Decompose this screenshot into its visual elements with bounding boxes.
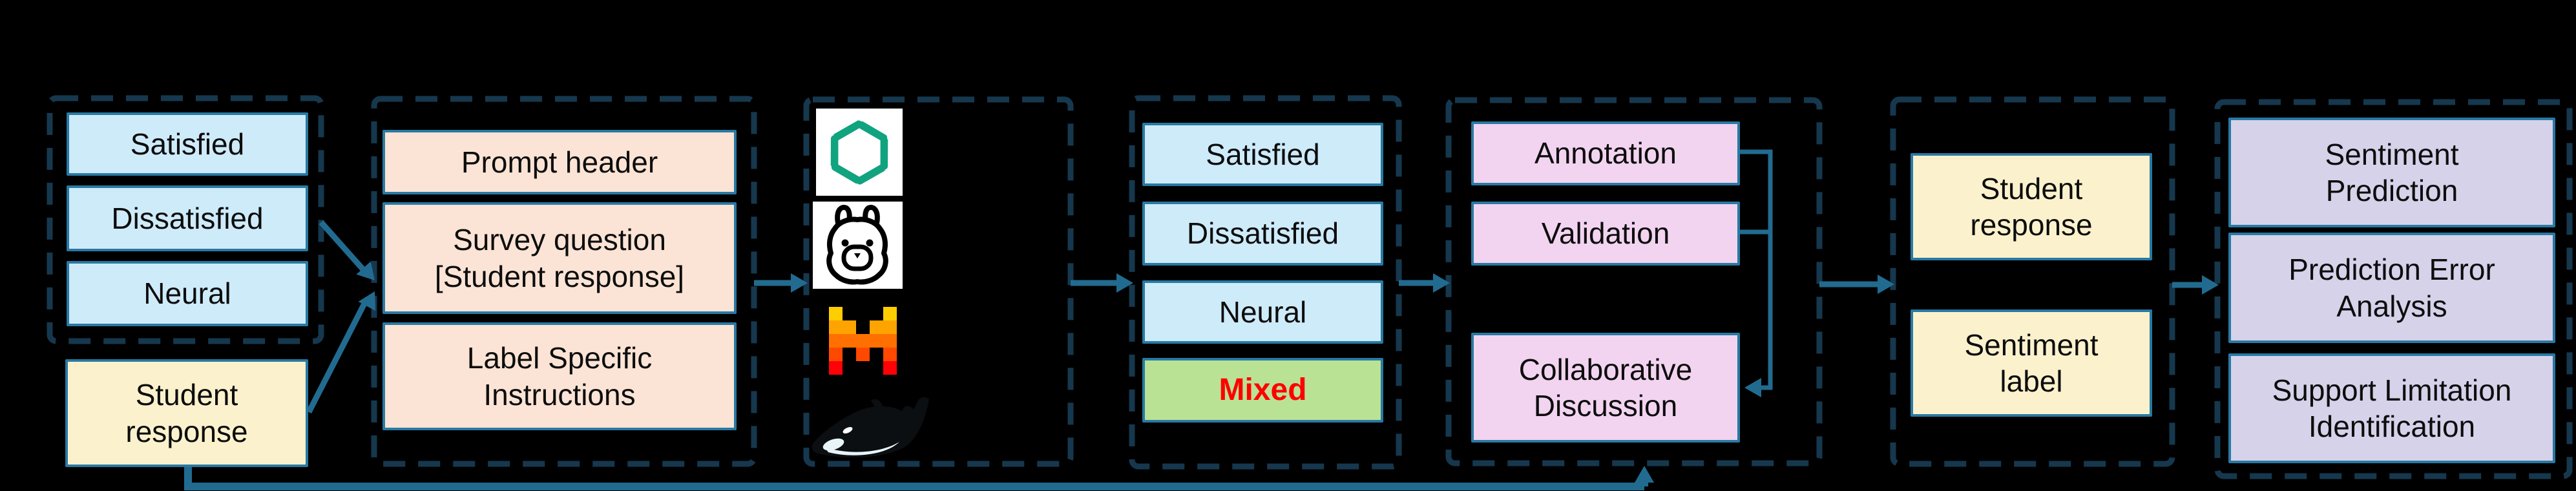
sentiment-label-line1: Sentiment <box>1964 328 2099 362</box>
label-satisfied-box: Satisfied <box>67 112 308 176</box>
output-mixed-text: Mixed <box>1219 372 1307 407</box>
collaborative-discussion-line2: Discussion <box>1533 389 1678 423</box>
dataset-student-line1: Student <box>1980 171 2083 205</box>
llama-tile <box>813 202 903 289</box>
dataset-to-analysis-arrowhead <box>2202 275 2219 295</box>
student-to-prompt-arrow-line <box>306 298 370 414</box>
student-to-discussion-feedback-line <box>184 467 1648 490</box>
prompt-to-models-arrowhead <box>791 273 808 293</box>
student-response-source-box: Student response <box>65 359 308 467</box>
output-satisfied-box: Satisfied <box>1142 123 1383 186</box>
label-specific-instructions-box: Label Specific Instructions <box>382 322 737 430</box>
output-satisfied-text: Satisfied <box>1206 137 1320 171</box>
survey-question-box: Survey question [Student response] <box>382 202 737 314</box>
dataset-student-line2: response <box>1970 208 2093 242</box>
student-to-prompt-arrowhead <box>358 291 376 311</box>
student-response-line1: Student <box>135 378 238 412</box>
prompt-template-group-border <box>371 96 757 467</box>
models-to-output-arrowhead <box>1116 273 1133 293</box>
prompt-header-box: Prompt header <box>382 130 737 194</box>
prediction-error-analysis-box: Prediction Error Analysis <box>2228 233 2555 343</box>
collaborative-discussion-box: Collaborative Discussion <box>1471 333 1740 443</box>
orca-tile <box>809 395 934 465</box>
support-limitation-line2: Identification <box>2308 410 2476 443</box>
feedback-line-arrowhead <box>1635 466 1654 483</box>
sentiment-prediction-line2: Prediction <box>2325 174 2458 207</box>
review-to-dataset-arrowhead <box>1878 275 1894 294</box>
annotation-box: Annotation <box>1471 121 1740 185</box>
support-limitation-line1: Support Limitation <box>2272 373 2512 407</box>
sentiment-label-line2: label <box>2000 364 2063 398</box>
output-dissatisfied-text: Dissatisfied <box>1186 216 1339 251</box>
sentiment-label-box: Sentiment label <box>1911 309 2152 417</box>
support-limitation-identification-box: Support Limitation Identification <box>2228 353 2555 463</box>
output-dissatisfied-box: Dissatisfied <box>1142 202 1383 266</box>
collaborative-discussion-line1: Collaborative <box>1518 352 1693 386</box>
student-response-line2: response <box>125 414 248 448</box>
label-neural-text: Neural <box>143 277 231 311</box>
openai-icon <box>830 120 888 185</box>
labels-to-prompt-arrow-line <box>319 220 371 277</box>
input-labels-group-border <box>47 95 324 344</box>
label-neural-box: Neural <box>67 261 308 326</box>
survey-question-line1: Survey question <box>453 223 666 257</box>
annotation-to-discussion-connector <box>1740 149 1773 390</box>
label-satisfied-text: Satisfied <box>130 127 245 161</box>
output-to-review-arrowhead <box>1433 273 1450 293</box>
instructions-line1: Label Specific <box>466 341 653 375</box>
label-dissatisfied-text: Dissatisfied <box>111 201 264 235</box>
output-neural-box: Neural <box>1142 280 1383 344</box>
labels-to-prompt-arrowhead <box>356 261 375 280</box>
validation-text: Validation <box>1541 216 1670 251</box>
survey-question-line2: [Student response] <box>434 259 685 293</box>
label-dissatisfied-box: Dissatisfied <box>67 185 308 251</box>
instructions-line2: Instructions <box>483 377 636 412</box>
prediction-error-line2: Analysis <box>2336 289 2447 323</box>
sentiment-prediction-line1: Sentiment <box>2325 137 2459 171</box>
sentiment-prediction-box: Sentiment Prediction <box>2228 118 2555 227</box>
prediction-error-line1: Prediction Error <box>2288 253 2495 287</box>
mistral-tile <box>829 307 897 378</box>
analysis-group-border <box>2214 99 2573 479</box>
output-neural-text: Neural <box>1219 295 1307 329</box>
validation-box: Validation <box>1471 202 1740 266</box>
mistral-icon <box>829 307 897 375</box>
discussion-connector-arrowhead <box>1744 378 1761 397</box>
llama-icon <box>826 205 888 285</box>
prompt-header-text: Prompt header <box>461 145 658 179</box>
output-mixed-box: Mixed <box>1142 358 1383 423</box>
annotation-text: Annotation <box>1534 136 1677 171</box>
labeled-dataset-group-border <box>1890 96 2175 467</box>
dataset-student-response-box: Student response <box>1911 153 2152 260</box>
orca-icon <box>812 397 929 457</box>
openai-tile <box>816 109 903 196</box>
